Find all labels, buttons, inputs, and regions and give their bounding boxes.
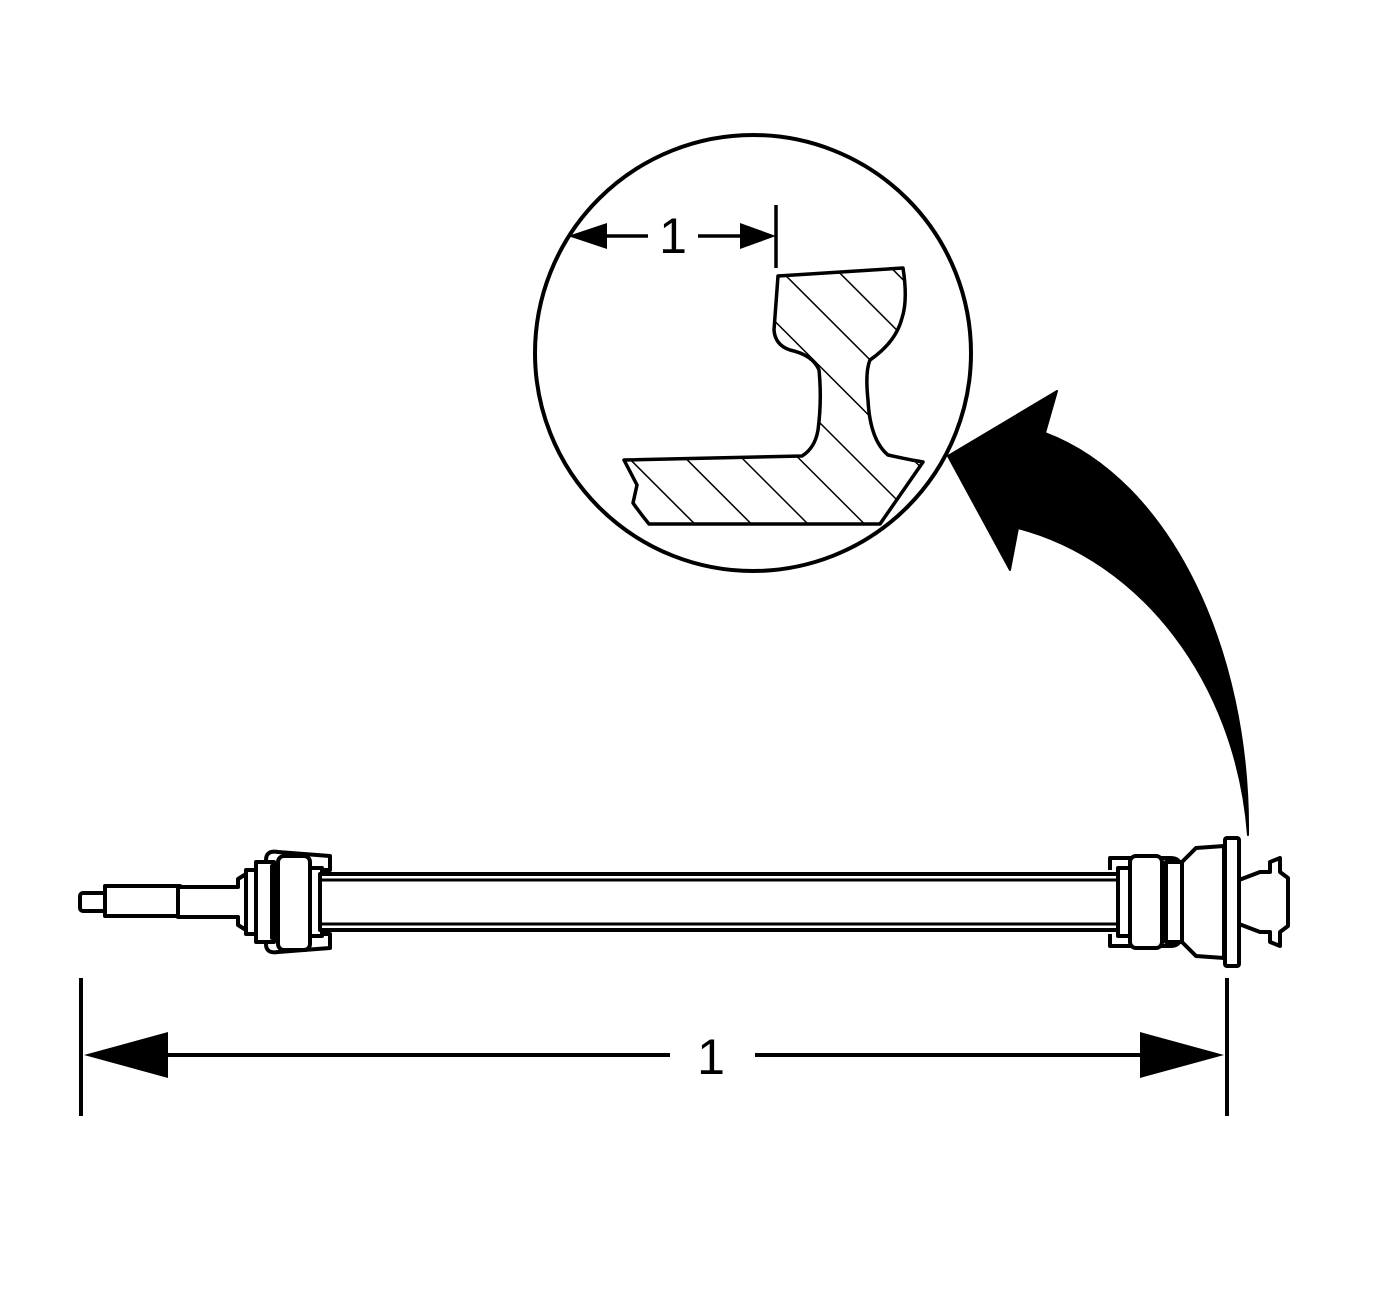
- overall-dimension: 1: [79, 978, 1229, 1116]
- companion-flange: [1223, 836, 1290, 968]
- detail-dimension: 1: [568, 205, 778, 268]
- detail-arrowhead-left: [568, 223, 607, 249]
- cross-section-profile: [622, 266, 925, 526]
- propeller-shaft: [78, 836, 1290, 968]
- overall-dimension-label: 1: [697, 1029, 725, 1085]
- rear-universal-joint: [1108, 844, 1226, 960]
- detail-arrowhead-right: [740, 223, 776, 249]
- callout-arrow: [947, 390, 1250, 836]
- slip-yoke: [78, 872, 248, 932]
- overall-arrowhead-right: [1140, 1032, 1224, 1078]
- detail-magnifier: 1: [533, 133, 973, 573]
- shaft-tube: [318, 872, 1132, 932]
- front-universal-joint: [244, 849, 332, 955]
- overall-arrowhead-left: [84, 1032, 168, 1078]
- detail-dimension-label: 1: [659, 208, 687, 264]
